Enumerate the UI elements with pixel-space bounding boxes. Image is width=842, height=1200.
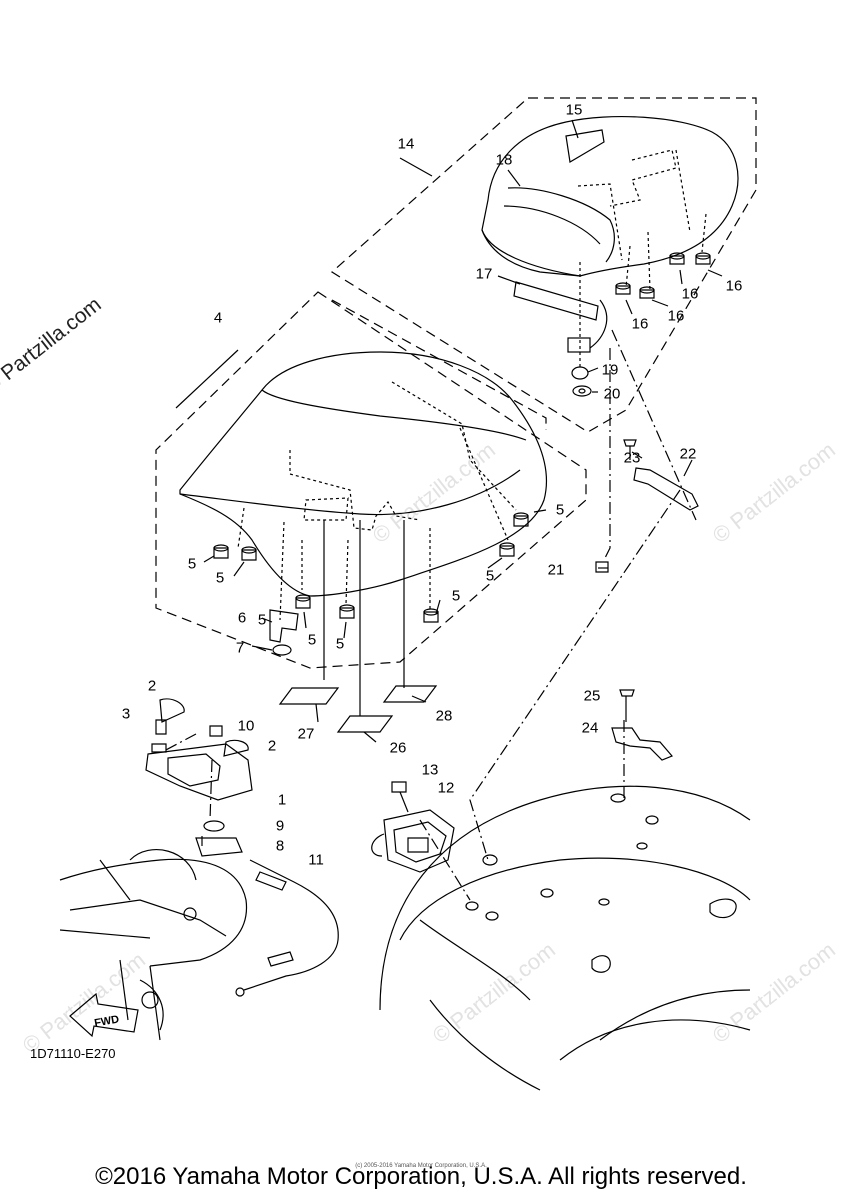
tiny-copyright: (c) 2005-2016 Yamaha Motor Corporation, … — [355, 1163, 487, 1169]
callout-label: 16 — [667, 307, 685, 325]
callout-label: 5 — [335, 635, 345, 653]
callout-label: 6 — [237, 609, 247, 627]
group-box-4 — [155, 291, 587, 669]
bracket-24 — [611, 727, 674, 761]
callout-label: 2 — [267, 737, 277, 755]
cable-11 — [243, 859, 339, 991]
callout-label: 2 — [147, 677, 157, 695]
callout-label: 28 — [435, 707, 453, 725]
callout-label: 13 — [421, 761, 439, 779]
callout-label: 5 — [187, 555, 197, 573]
callout-label: 24 — [581, 719, 599, 737]
callout-label: 14 — [397, 135, 415, 153]
front-seat — [179, 351, 548, 597]
callout-label: 21 — [547, 561, 565, 579]
callout-label: 15 — [565, 101, 583, 119]
callout-label: 25 — [583, 687, 601, 705]
fwd-label: FWD — [93, 1013, 120, 1029]
callout-label: 7 — [235, 639, 245, 657]
callout-label: 20 — [603, 385, 621, 403]
callout-label: 18 — [495, 151, 513, 169]
fwd-arrow-icon — [69, 992, 139, 1038]
pad-26 — [336, 715, 394, 733]
diagram-code: 1D71110-E270 — [30, 1046, 116, 1061]
frame — [59, 849, 248, 1041]
pad-28 — [382, 685, 438, 703]
callout-label: 3 — [121, 705, 131, 723]
callout-label: 26 — [389, 739, 407, 757]
rear-seat — [481, 115, 739, 277]
bolt-21 — [595, 561, 609, 573]
callout-label: 23 — [623, 449, 641, 467]
callout-label: 5 — [257, 611, 267, 629]
callout-label: 5 — [215, 569, 225, 587]
callout-label: 10 — [237, 717, 255, 735]
rear-fender — [379, 785, 751, 1091]
callout-label: 5 — [485, 567, 495, 585]
bracket-17 — [513, 281, 599, 321]
callout-label: 5 — [307, 631, 317, 649]
bracket-22 — [633, 467, 699, 511]
callout-label: 22 — [679, 445, 697, 463]
grommet-5 — [213, 512, 529, 623]
callout-label: 12 — [437, 779, 455, 797]
callout-label: 5 — [555, 501, 565, 519]
callout-label: 1 — [277, 791, 287, 809]
callout-label: 16 — [725, 277, 743, 295]
bracket-1 — [145, 743, 253, 801]
pad-27 — [278, 687, 340, 705]
callout-label: 8 — [275, 837, 285, 855]
callout-label: 11 — [308, 851, 324, 869]
seat-lock-12 — [371, 809, 455, 873]
bracket-6 — [269, 609, 299, 643]
callout-label: 4 — [213, 309, 223, 327]
callout-label: 16 — [631, 315, 649, 333]
callout-label: 17 — [475, 265, 493, 283]
plate-8 — [195, 837, 243, 857]
callout-label: 9 — [275, 817, 285, 835]
grommet-16 — [615, 252, 711, 299]
group-box-14 — [331, 97, 757, 433]
callout-label: 27 — [297, 725, 315, 743]
callout-label: 5 — [451, 587, 461, 605]
callout-label: 16 — [681, 285, 699, 303]
callout-label: 19 — [601, 361, 619, 379]
copyright-footer: ©2016 Yamaha Motor Corporation, U.S.A. A… — [95, 1163, 747, 1190]
